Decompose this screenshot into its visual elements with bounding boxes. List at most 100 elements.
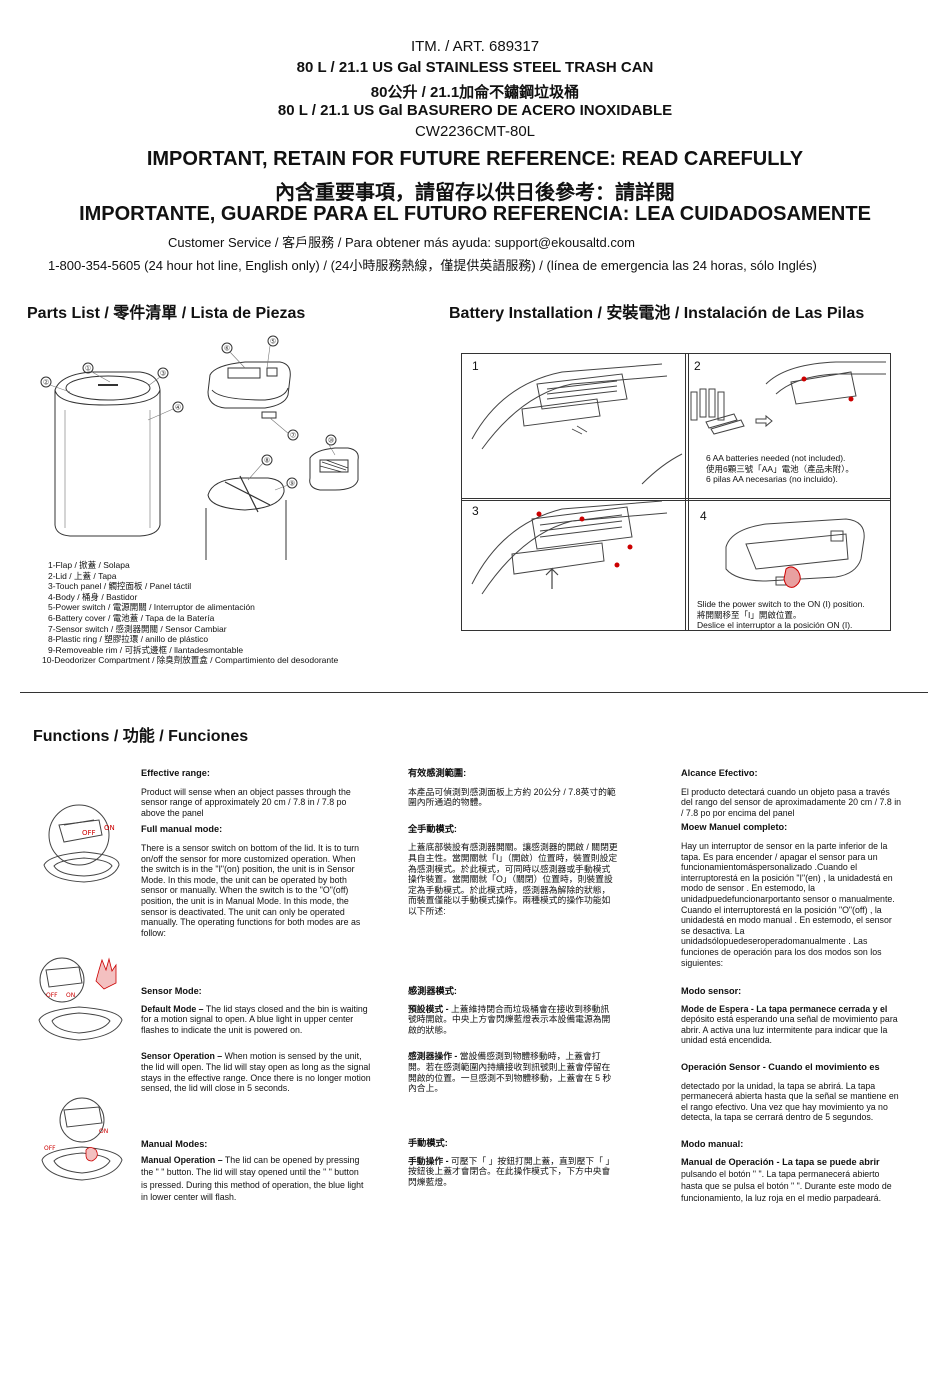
switch-on-label: ON [66,992,75,999]
switch-off-label: OFF [82,829,96,837]
customer-service: Customer Service / 客戶服務 / Para obtener m… [168,235,635,250]
callout-1: ① [85,365,91,373]
sensor-mode-illustration: OFF ON [38,957,123,1041]
parts-diagram: ① ② ③ ④ ⑤ ⑥ ⑦ ⑧ ⑨ ⑩ [40,335,359,560]
functions-en-column: Effective range: Product will sense when… [141,768,361,938]
sensor-operation-text: When motion is sensed by the unit, the l… [141,1051,371,1094]
switch-on-label: ON [99,1128,108,1135]
item-number: ITM. / ART. 689317 [410,38,540,55]
manual-operation-text-es: pulsando el botón " ". La tapa permanece… [681,1169,892,1203]
manual-mode-es: Modo manual: Manual de Operación - La ta… [681,1138,896,1204]
full-manual-text-zh: 上蓋底部裝設有感測器開關。讓感測器的開啟 / 關閉更具自主性。當開關就「I」（開… [408,842,618,916]
part-item: 10-Deodorizer Compartment / 除臭劑放置盒 / Com… [42,655,339,666]
battery-step-4: 4 Slide the power switch to the ON (I) p… [685,498,891,631]
manual-mode-title: Manual Modes: [141,1139,208,1149]
default-mode-lead-zh: 預設模式 - [408,1003,449,1014]
sensor-operation-lead-es: Operación Sensor - Cuando el movimiento … [681,1061,880,1072]
part-item: 9-Removeable rim / 可拆式邊框 / llantadesmont… [48,644,244,655]
callout-9: ⑨ [289,480,295,488]
sensor-mode-title: Sensor Mode: [141,986,202,996]
step-number: 1 [472,359,479,373]
full-manual-title-es: Moew Manuel completo: [681,822,788,833]
switch-off-label: OFF [44,1145,56,1152]
functions-es-column: Alcance Efectivo: El producto detectará … [681,768,903,968]
manual-operation-lead-es: Manual de Operación - La tapa se puede a… [681,1157,880,1167]
default-mode-text-es: depósito está esperando una señal de mov… [681,1014,898,1046]
sensor-operation-text-es: detectado por la unidad, la tapa se abri… [681,1080,899,1123]
part-item: 2-Lid / 上蓋 / Tapa [48,570,117,581]
part-item: 7-Sensor switch / 感測器開關 / Sensor Cambiar [48,623,227,634]
title-es: 80 L / 21.1 US Gal BASURERO DE ACERO INO… [277,102,673,119]
manual-mode-title-es: Modo manual: [681,1139,744,1149]
battery-step-2: 2 6 AA batteries needed (not included). … [685,353,891,501]
default-mode-text: The lid stays closed and the bin is wait… [141,1003,368,1035]
effective-range-text-es: El producto detectará cuando un objeto p… [681,786,902,818]
callout-3: ③ [160,370,166,378]
sensor-mode-en: Sensor Mode: Default Mode – The lid stay… [141,986,373,1094]
sensor-operation-lead: Sensor Operation – [141,1051,223,1062]
full-manual-title-zh: 全手動模式: [408,823,457,834]
step-number: 4 [700,509,707,523]
part-item: 8-Plastic ring / 塑膠拉環 / anillo de plásti… [48,634,209,645]
full-manual-title: Full manual mode: [141,824,223,835]
sensor-mode-zh: 感測器模式: 預設模式 - 上蓋維持閉合而垃圾桶會在接收到移動訊號時開啟。中央上… [408,986,618,1094]
functions-zh-column: 有效感測範圍: 本產品可偵測到感測面板上方約 20公分 / 7.8英寸的範圍內所… [408,768,618,917]
model-number: CW2236CMT-80L [414,123,536,140]
switch-off-label: OFF [46,992,58,999]
default-mode-lead-es: Mode de Espera - La tapa permanece cerra… [681,1003,888,1014]
part-item: 4-Body / 桶身 / Bastidor [48,591,138,602]
manual-operation-text: The lid can be opened by pressing the " … [141,1154,364,1203]
sensor-mode-es: Modo sensor: Mode de Espera - La tapa pe… [681,986,906,1123]
manual-mode-en: Manual Modes: Manual Operation – The lid… [141,1138,366,1204]
manual-operation-text-zh: 可壓下「 」按鈕打開上蓋，直到壓下「 」按鈕後上蓋才會閉合。在此操作模式下，下方… [408,1155,615,1187]
part-item: 1-Flap / 掀蓋 / Solapa [48,560,130,570]
default-mode-text-zh: 上蓋維持閉合而垃圾桶會在接收到移動訊號時開啟。中央上方會閃爍藍燈表示本設備電源為… [408,1003,611,1035]
sensor-mode-title-zh: 感測器模式: [408,986,457,996]
callout-7: ⑦ [290,432,296,440]
sensor-switch-illustration: OFF ON [43,804,120,883]
hotline: 1-800-354-5605 (24 hour hot line, Englis… [48,258,817,273]
callout-5: ⑤ [270,338,276,346]
manual-mode-illustration: OFF ON [41,1097,123,1181]
important-en: IMPORTANT, RETAIN FOR FUTURE REFERENCE: … [146,148,804,170]
power-switch-note: Slide the power switch to the ON (I) pos… [697,599,865,630]
full-manual-text: There is a sensor switch on bottom of th… [141,842,361,938]
callout-10: ⑩ [328,437,334,445]
manual-operation-lead: Manual Operation – [141,1154,223,1165]
parts-heading: Parts List / 零件清單 / Lista de Piezas [27,305,306,322]
title-en: 80 L / 21.1 US Gal STAINLESS STEEL TRASH… [296,59,654,76]
step-number: 3 [472,504,479,518]
part-item: 5-Power switch / 電源開關 / Interruptor de a… [48,602,255,613]
battery-step-1: 1 [461,353,689,501]
sensor-operation-text-zh: 當設備感測到物體移動時，上蓋會打開。若在感測範圍內持續接收到訊號則上蓋會停留在開… [408,1051,612,1094]
title-zh: 80公升 / 21.1加侖不鏽鋼垃圾桶 [370,84,580,101]
switch-on-label: ON [104,824,115,832]
sensor-operation-lead-zh: 感測器操作 - [408,1051,458,1062]
effective-range-text-zh: 本產品可偵測到感測面板上方約 20公分 / 7.8英寸的範圍內所通過的物體。 [408,786,616,808]
callout-4: ④ [175,404,181,412]
effective-range-text: Product will sense when an object passes… [141,786,351,818]
part-item: 3-Touch panel / 觸控面板 / Panel táctil [48,581,192,592]
battery-step-3: 3 [461,498,689,631]
part-item: 6-Battery cover / 電池蓋 / Tapa de la Bater… [48,612,215,623]
sensor-mode-title-es: Modo sensor: [681,986,742,996]
callout-6: ⑥ [224,345,230,353]
manual-operation-lead-zh: 手動操作 - [408,1155,449,1166]
callout-2: ② [43,379,49,387]
effective-range-title: Effective range: [141,768,210,778]
functions-heading: Functions / 功能 / Funciones [33,728,249,745]
important-es: IMPORTANTE, GUARDE PARA EL FUTURO REFERE… [79,203,871,225]
effective-range-title-zh: 有效感測範圍: [408,768,467,778]
default-mode-lead: Default Mode – [141,1003,204,1014]
important-zh: 內含重要事項，請留存以供日後參考：請詳閱 [275,182,675,204]
battery-note: 6 AA batteries needed (not included). 使用… [706,453,854,484]
parts-list: 1-Flap / 掀蓋 / Solapa 2-Lid / 上蓋 / Tapa 3… [42,560,338,666]
full-manual-text-es: Hay un interruptor de sensor en la parte… [681,840,895,968]
step-number: 2 [694,359,701,373]
section-divider [20,692,928,693]
callout-8: ⑧ [264,457,270,465]
manual-mode-title-zh: 手動模式: [408,1138,448,1148]
manual-mode-zh: 手動模式: 手動操作 - 可壓下「 」按鈕打開上蓋，直到壓下「 」按鈕後上蓋才會… [408,1138,618,1187]
effective-range-title-es: Alcance Efectivo: [681,768,758,778]
battery-heading: Battery Installation / 安裝電池 / Instalació… [449,305,865,322]
